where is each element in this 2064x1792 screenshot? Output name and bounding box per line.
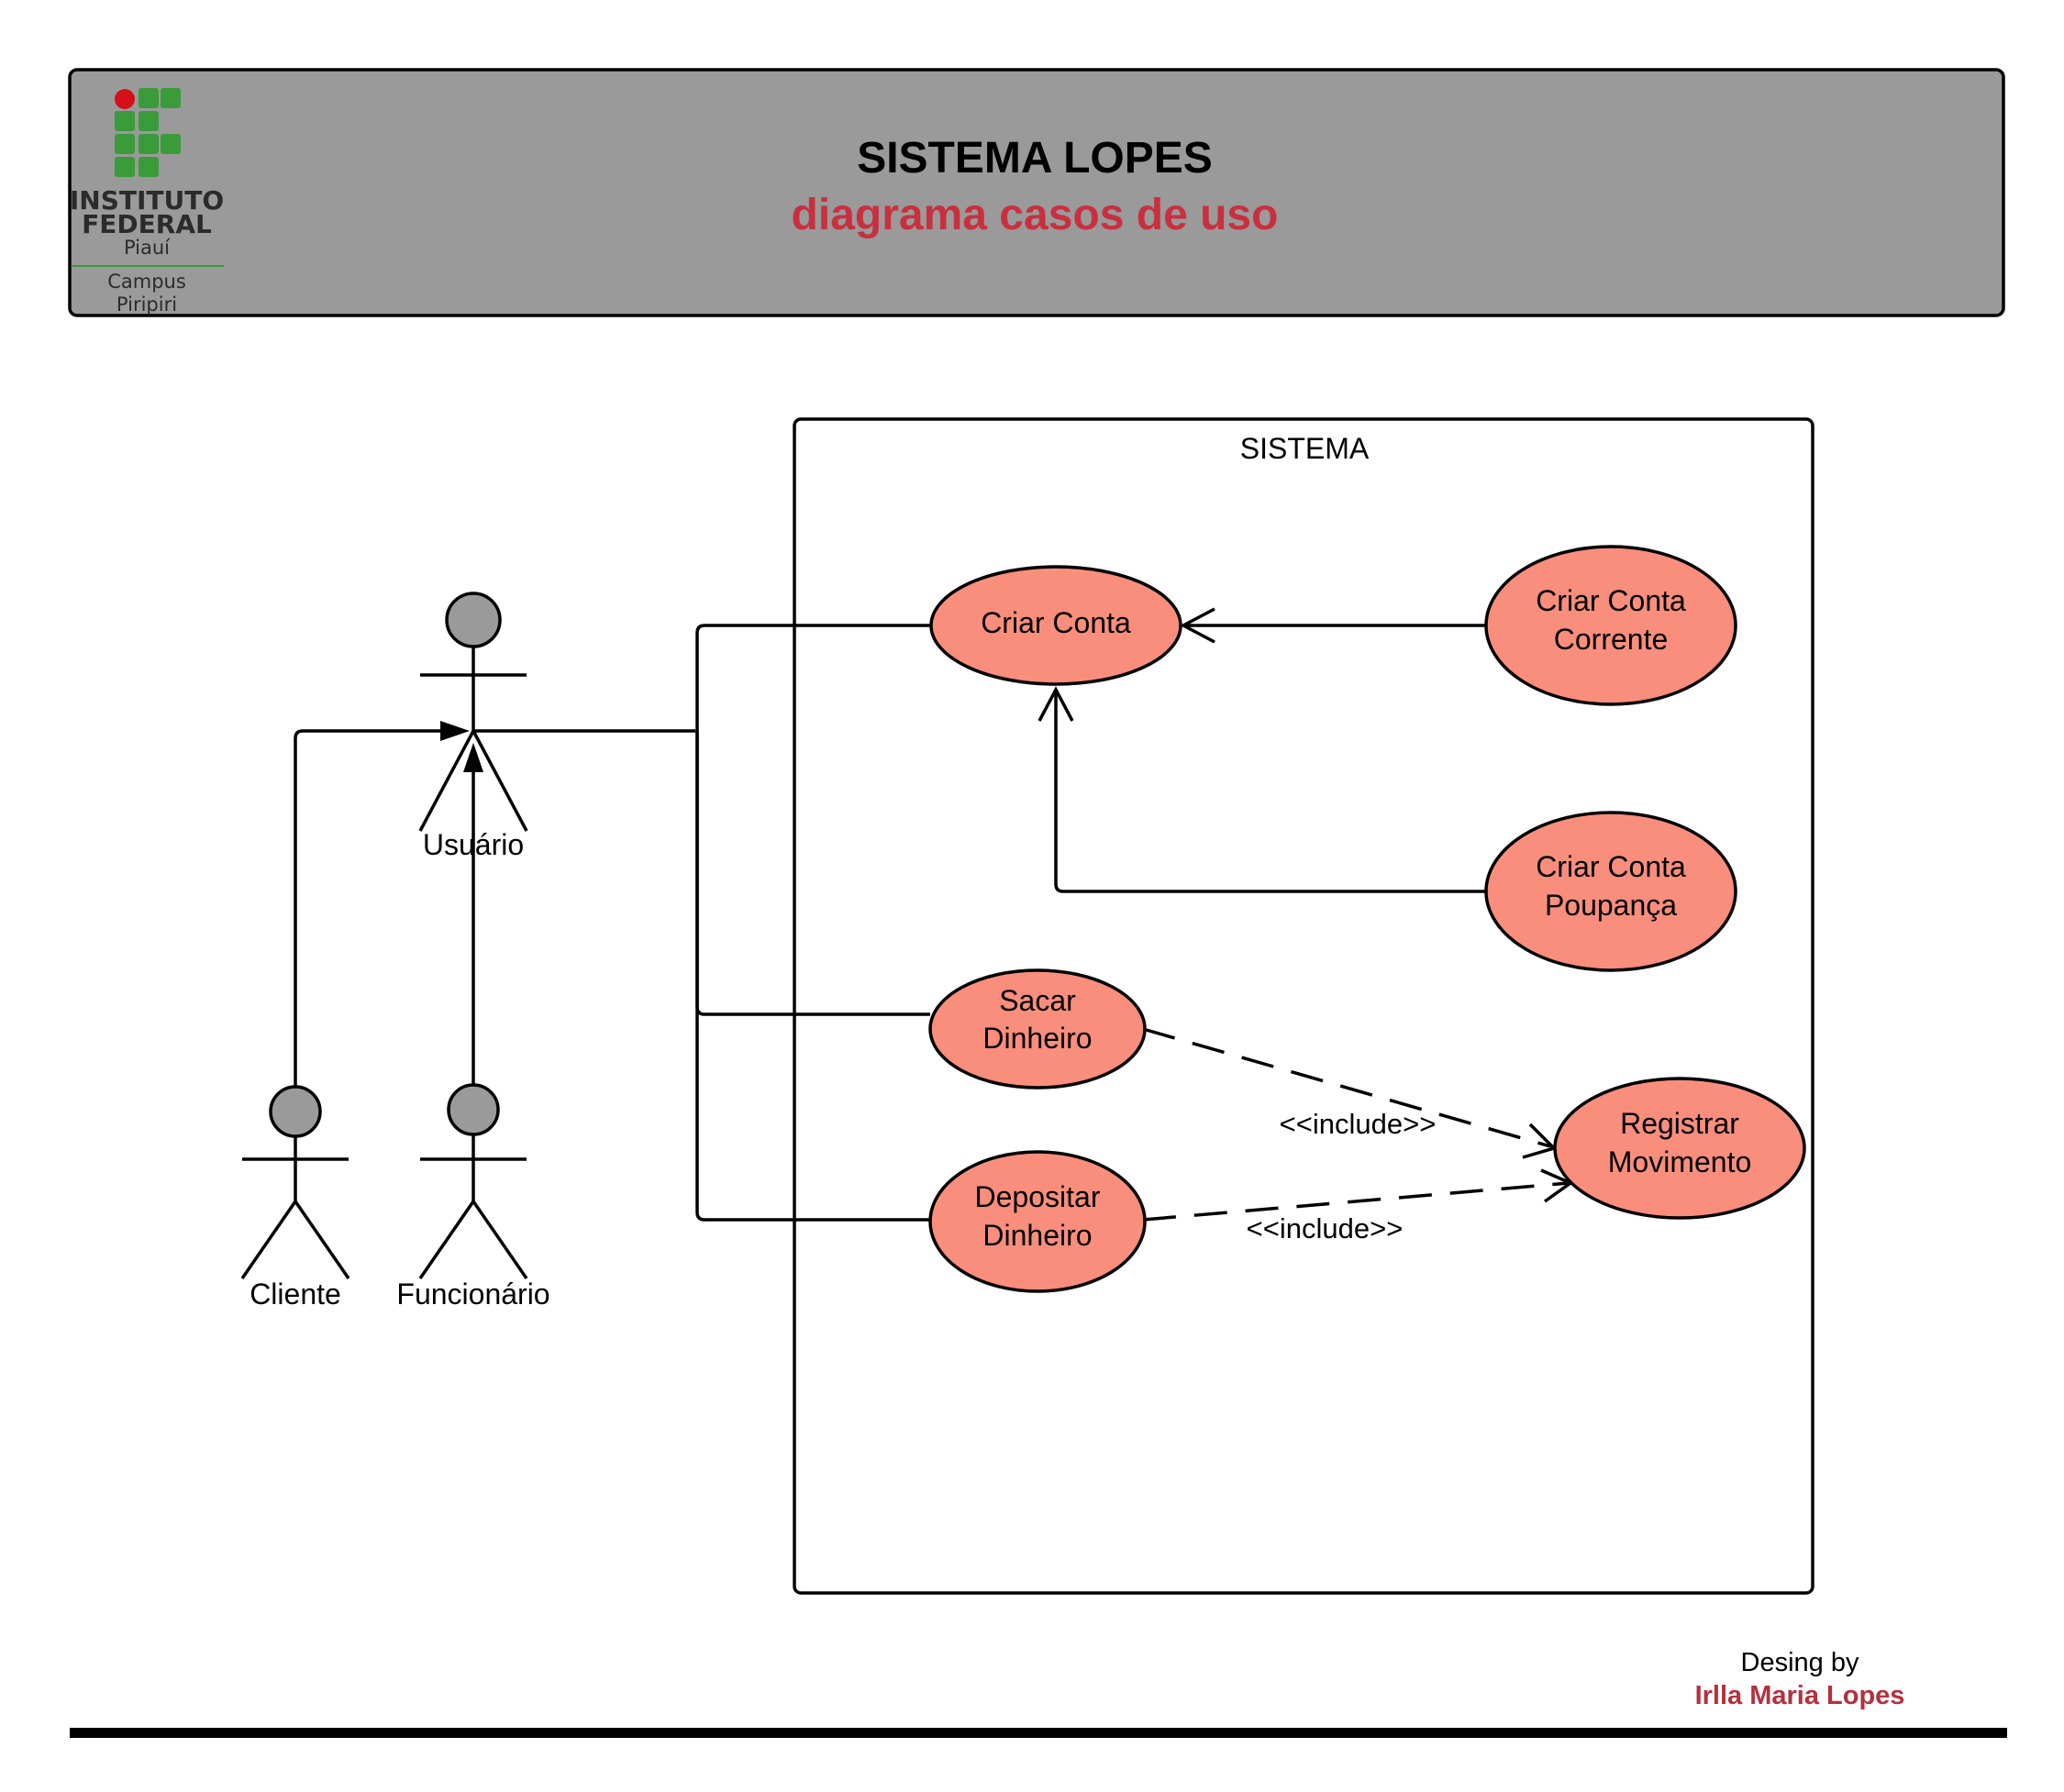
association-depositar-dinheiro [695,731,930,1222]
use-case-criar-conta[interactable]: Criar Conta [929,565,1182,686]
actor-funcionario[interactable]: Funcionário [396,1083,550,1311]
use-case-label-line2: Poupança [1545,889,1677,922]
generalization-poupanca-criar-conta [1054,690,1486,893]
actor-leg [472,730,528,832]
use-case-label-line1: Depositar [975,1180,1101,1213]
use-case-label-line2: Dinheiro [982,1219,1092,1252]
logo-line2: FEDERAL [82,209,212,239]
actor-leg [240,1200,297,1279]
logo-square [115,134,135,154]
actor-usuario[interactable]: Usuário [418,592,528,861]
include-line-depositar [1142,1181,1570,1222]
logo-square [115,157,135,177]
logo-square [139,111,159,131]
system-boundary [793,417,1814,1595]
actor-label: Cliente [250,1278,341,1311]
use-case-label: Criar Conta [981,606,1131,639]
use-case-ellipse [928,1150,1147,1293]
use-case-label-line2: Dinheiro [982,1022,1092,1055]
logo-square [139,157,159,177]
use-case-ellipse [1484,545,1737,706]
actor-leg [418,730,475,832]
include-label-2: <<include>> [1247,1212,1404,1244]
logo-square [139,88,159,108]
association-sacar-dinheiro [695,731,930,1016]
actor-label: Usuário [423,828,524,861]
use-case-label-line2: Corrente [1554,623,1669,656]
include-label-1: <<include>> [1280,1108,1437,1140]
logo-line4: Campus [107,271,186,293]
logo-line1: INSTITUTO [70,185,224,216]
use-case-sacar-dinheiro[interactable]: Sacar Dinheiro [928,968,1147,1090]
generalization-arrowhead-funcionario [463,743,483,772]
use-case-label-line2: Movimento [1608,1145,1752,1178]
use-case-criar-conta-poupanca[interactable]: Criar Conta Poupança [1484,811,1737,972]
logo-square [115,111,135,131]
generalization-arrowhead-cliente [440,721,470,741]
page-subtitle: diagrama casos de uso [792,191,1279,239]
use-case-ellipse [928,968,1147,1090]
header-banner [68,68,2005,317]
logo-red-dot [115,89,135,109]
use-case-label-line1: Criar Conta [1536,850,1686,883]
use-case-ellipse [1484,811,1737,972]
footer-rule [70,1728,2007,1738]
use-case-label-line1: Sacar [999,984,1076,1017]
use-case-label-line1: Criar Conta [1536,584,1686,617]
actor-leg [294,1200,350,1279]
open-arrowhead-corrente [1180,607,1215,644]
institute-logo: INSTITUTO FEDERAL Piauí Campus Piripiri [70,88,224,315]
actor-leg [418,1200,475,1279]
use-case-criar-conta-corrente[interactable]: Criar Conta Corrente [1484,545,1737,706]
logo-square [161,88,181,108]
actor-leg [472,1200,528,1279]
use-case-depositar-dinheiro[interactable]: Depositar Dinheiro [928,1150,1147,1293]
logo-line3: Piauí [124,237,171,259]
association-lines [473,624,930,1222]
actor-head [447,1083,500,1136]
use-case-registrar-movimento[interactable]: Registrar Movimento [1553,1077,1806,1220]
credit-label: Desing by [1741,1648,1859,1677]
actor-head [269,1085,322,1138]
actor-label: Funcionário [396,1278,549,1311]
open-arrowhead-poupanca [1038,686,1074,722]
credit-name: Irlla Maria Lopes [1695,1681,1905,1710]
logo-square [161,134,181,154]
logo-line5: Piripiri [117,293,177,315]
logo-square [139,134,159,154]
system-boundary-label: SISTEMA [1240,432,1370,465]
use-case-label-line1: Registrar [1620,1107,1739,1140]
include-line-sacar [1142,1027,1551,1148]
association-criar-conta [695,624,930,731]
use-case-ellipse [929,565,1182,686]
page-title: SISTEMA LOPES [857,134,1213,183]
include-arrowhead-sacar [1522,1123,1558,1159]
generalization-cliente-usuario [294,729,448,1091]
use-case-ellipse [1553,1077,1806,1220]
actor-head [445,592,502,648]
actor-cliente[interactable]: Cliente [240,1085,350,1311]
